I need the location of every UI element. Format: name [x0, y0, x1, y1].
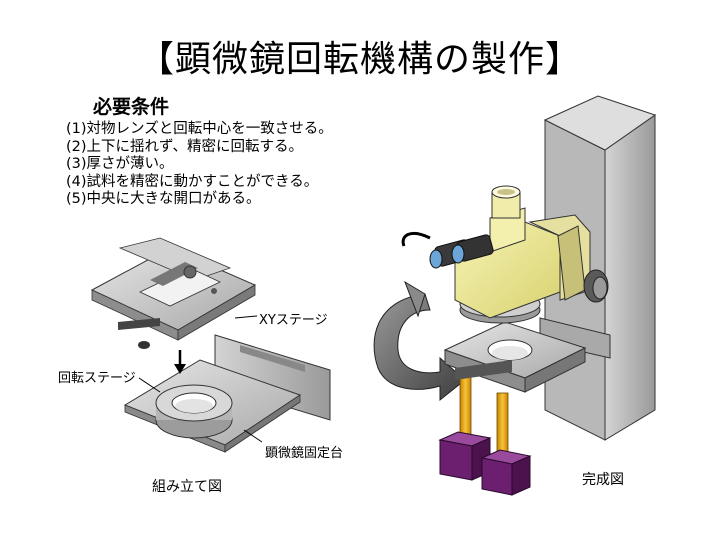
- microscope: [401, 185, 609, 319]
- requirement-item: (4)試料を精密に動かすことができる。: [66, 173, 319, 190]
- mount-label: 顕微鏡固定台: [265, 446, 344, 461]
- requirement-item: (1)対物レンズと回転中心を一致させる。: [66, 121, 333, 137]
- assembly-caption: 組み立て図: [152, 479, 222, 495]
- completed-diagram: [373, 95, 657, 496]
- assembly-diagram: [90, 237, 331, 453]
- page-title: 【顕微鏡回転機構の製作】: [137, 39, 582, 80]
- xy-stage: [90, 237, 257, 349]
- requirements-list: (1)対物レンズと回転中心を一致させる。 (2)上下に揺れず、精密に回転する。 …: [66, 121, 333, 209]
- mounted-stage: [443, 321, 587, 393]
- rotation-arrow: [373, 293, 466, 402]
- requirement-item: (5)中央に大きな開口がある。: [66, 191, 261, 207]
- rotation-stage: [155, 384, 233, 439]
- requirement-item: (3)厚さが薄い。: [66, 156, 174, 172]
- requirement-item: (2)上下に揺れず、精密に回転する。: [66, 138, 304, 155]
- xy-stage-label: XYステージ: [259, 313, 328, 328]
- base-block: [480, 449, 532, 496]
- rotation-stage-label: 回転ステージ: [58, 371, 136, 386]
- completed-caption: 完成図: [582, 472, 624, 488]
- pillar: [496, 392, 509, 456]
- requirements-heading: 必要条件: [93, 96, 170, 118]
